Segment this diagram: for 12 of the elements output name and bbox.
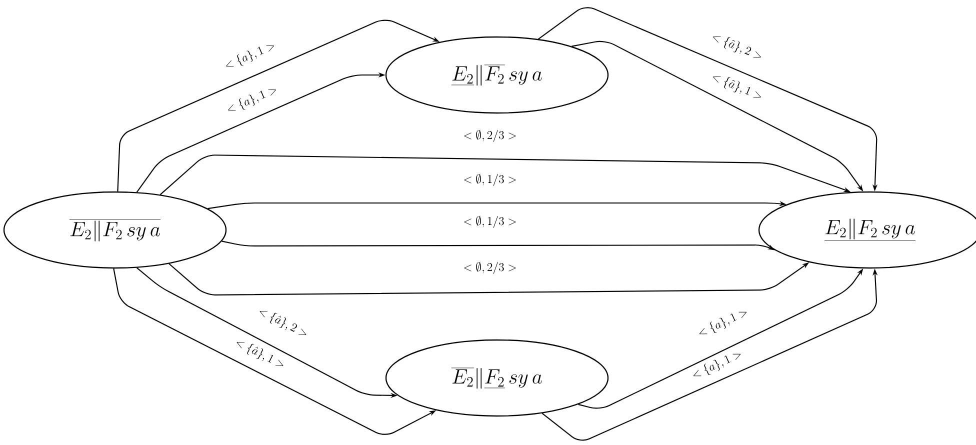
edge-label: $< \{\hat{a}\}, 1 >$: [713, 76, 761, 98]
edge-label: $< \emptyset, 1/3 >$: [464, 216, 516, 228]
edge-label: $< \emptyset, 2/3 >$: [464, 130, 516, 142]
edge-label: $< \{a\}, 1 >$: [226, 45, 274, 67]
edge-label: $< \{\hat{a}\}, 2 >$: [260, 311, 306, 335]
edge-label: $< \{\hat{a}\}, 1 >$: [236, 342, 284, 366]
edge-label: $< \{a\}, 1 >$: [693, 354, 741, 376]
edge-label: $< \{a\}, 1 >$: [699, 312, 747, 334]
edge-label: $< \emptyset, 2/3 >$: [464, 262, 516, 274]
edge-label: $< \emptyset, 1/3 >$: [464, 174, 516, 186]
edge-label: $< \{\hat{a}\}, 2 >$: [713, 36, 761, 58]
edge-label: $< \{a\}, 1 >$: [228, 89, 276, 111]
